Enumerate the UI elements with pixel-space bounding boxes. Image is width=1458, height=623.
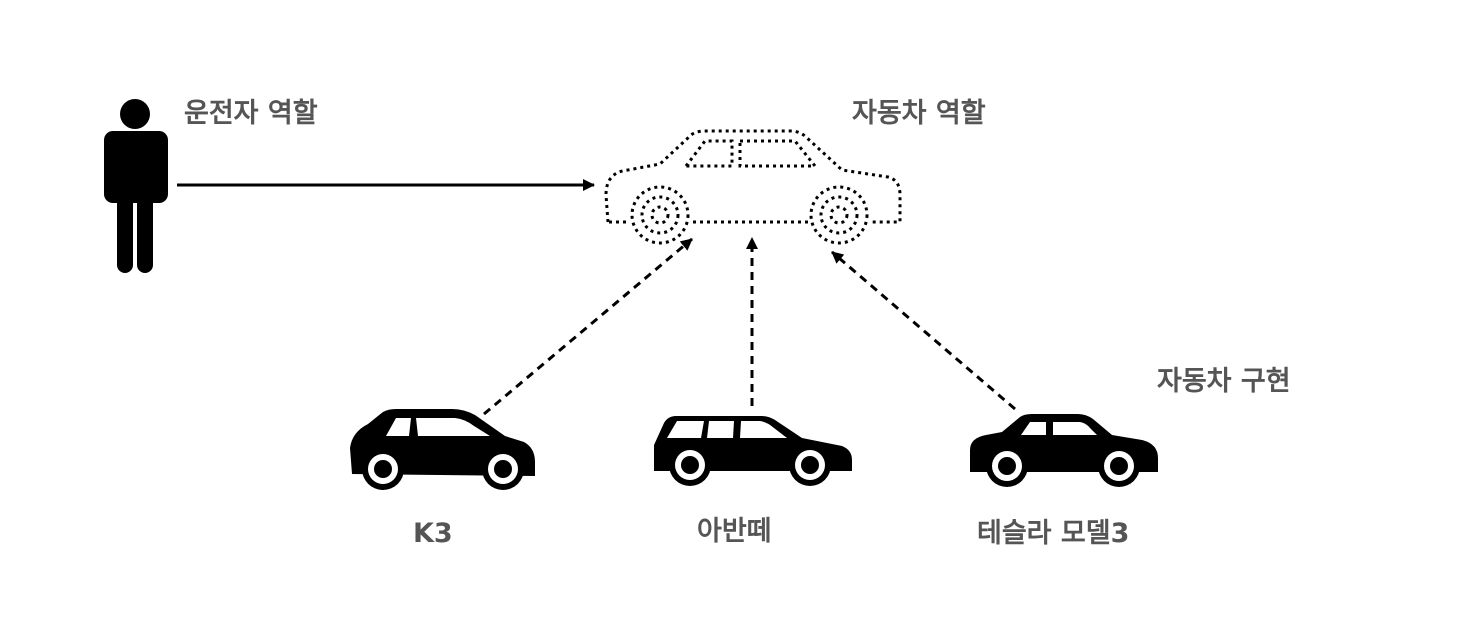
hatchback-car-icon	[350, 409, 535, 490]
sedan-car-icon	[970, 414, 1158, 487]
k3-label: K3	[413, 518, 453, 549]
dotted-car-icon	[604, 129, 902, 245]
car-role-label: 자동차 역할	[852, 98, 986, 129]
driver-role-label: 운전자 역할	[184, 98, 318, 129]
tesla-to-car-role-arrow	[831, 250, 1016, 411]
k3-to-car-role-arrow	[483, 237, 693, 416]
wagon-car-icon	[654, 416, 852, 486]
person-icon	[104, 99, 168, 273]
avante-label: 아반떼	[697, 516, 772, 547]
tesla-label: 테슬라 모델3	[977, 518, 1130, 549]
car-implementation-label: 자동차 구현	[1157, 366, 1291, 397]
